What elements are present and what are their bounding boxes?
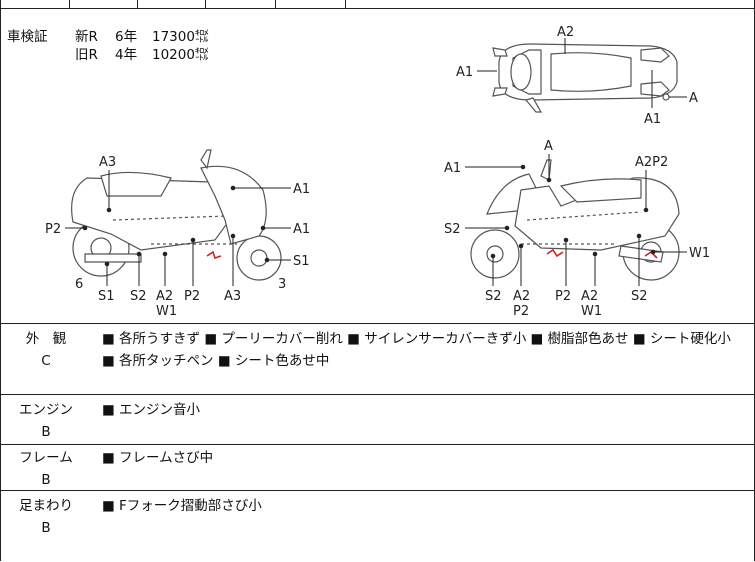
- section-grade: B: [41, 520, 51, 536]
- strip-cell: [205, 0, 276, 8]
- label-left-a2: A2: [156, 289, 173, 304]
- label-left-a1b: A1: [293, 222, 310, 237]
- inspection-years: 6年: [115, 29, 138, 45]
- label-top-a: A: [689, 91, 698, 106]
- section-content: ■ フレームさび中: [102, 447, 748, 469]
- damage-mark: [206, 250, 222, 260]
- section-grade: B: [41, 424, 51, 440]
- label-right-a2p2: A2P2: [635, 155, 668, 170]
- label-right-w1b: W1: [581, 304, 602, 319]
- condition-line: ■ 各所うすきず ■ プーリーカバー削れ ■ サイレンサーカバーきず小 ■ 樹脂…: [102, 331, 731, 347]
- label-right-a2: A2: [513, 289, 530, 304]
- label-top-a1: A1: [456, 65, 473, 80]
- inspection-row: 車検証 新R 6年 17300㌖: [7, 28, 208, 46]
- label-left-3: 3: [278, 277, 286, 292]
- condition-line: ■ エンジン音小: [102, 402, 201, 418]
- label-right-s2c: S2: [631, 289, 648, 304]
- section-grade: C: [41, 353, 51, 369]
- condition-line: ■ フレームさび中: [102, 450, 214, 466]
- inspection-row: 旧R 4年 10200㌖: [7, 46, 208, 64]
- label-right-p2: P2: [513, 304, 529, 319]
- section-frame: フレーム B ■ フレームさび中: [1, 444, 754, 491]
- top-view-labels: [477, 38, 687, 108]
- section-grade: B: [41, 472, 51, 488]
- label-left-s1: S1: [293, 254, 310, 269]
- section-content: ■ エンジン音小: [102, 399, 748, 421]
- strip-cell: [137, 0, 206, 8]
- scooter-top-view: [492, 43, 678, 113]
- label-left-p2b: P2: [184, 289, 200, 304]
- label-left-s1b: S1: [98, 289, 115, 304]
- label-left-p2: P2: [45, 222, 61, 237]
- section-engine: エンジン B ■ エンジン音小: [1, 394, 754, 445]
- label-left-w1: W1: [156, 304, 177, 319]
- scooter-right-view: [470, 159, 680, 281]
- right-view-leaders: [465, 154, 687, 286]
- condition-line: ■ 各所タッチペン ■ シート色あせ中: [102, 353, 330, 369]
- scooter-left-view: [71, 149, 282, 281]
- condition-line: ■ Fフォーク摺動部さび小: [102, 498, 262, 514]
- label-right-a2b: A2: [581, 289, 598, 304]
- section-title: 外 観: [25, 331, 67, 347]
- label-right-w1: W1: [689, 246, 710, 261]
- label-left-a3: A3: [99, 155, 116, 170]
- label-right-a1: A1: [444, 161, 461, 176]
- damage-diagram: A2 A1 A A1: [45, 25, 710, 319]
- left-view-leaders: [65, 170, 291, 286]
- inspection-gen: 旧R: [75, 47, 98, 63]
- inspection-years: 4年: [115, 47, 138, 63]
- damage-mark: [546, 248, 564, 258]
- section-content: ■ 各所うすきず ■ プーリーカバー削れ ■ サイレンサーカバーきず小 ■ 樹脂…: [102, 328, 748, 372]
- section-exterior: 外 観 C ■ 各所うすきず ■ プーリーカバー削れ ■ サイレンサーカバーきず…: [1, 323, 754, 395]
- section-suspension: 足まわり B ■ Fフォーク摺動部さび小: [1, 490, 754, 562]
- label-right-a: A: [544, 139, 553, 154]
- section-title: フレーム: [19, 450, 73, 466]
- strip-cell: [69, 0, 138, 8]
- top-table-strip: [1, 0, 754, 9]
- label-right-s2b: S2: [485, 289, 502, 304]
- section-title: 足まわり: [19, 498, 73, 514]
- inspection-label: 車検証: [7, 29, 48, 45]
- strip-cell: [1, 0, 70, 8]
- label-right-s2: S2: [444, 222, 461, 237]
- label-top-a2: A2: [557, 25, 574, 40]
- label-left-6: 6: [75, 277, 83, 292]
- inspection-price: 10200㌖: [152, 47, 209, 63]
- label-left-s2: S2: [130, 289, 147, 304]
- label-right-p2b: P2: [555, 289, 571, 304]
- section-content: ■ Fフォーク摺動部さび小: [102, 495, 748, 517]
- label-left-a3b: A3: [224, 289, 241, 304]
- inspection-price: 17300㌖: [152, 29, 209, 45]
- label-left-a1: A1: [293, 182, 310, 197]
- inspection-gen: 新R: [75, 29, 98, 45]
- section-title: エンジン: [19, 402, 73, 418]
- inspection-block: 車検証 新R 6年 17300㌖ 旧R 4年 10200㌖: [7, 28, 208, 64]
- label-top-a1b: A1: [644, 112, 661, 127]
- strip-cell: [275, 0, 346, 8]
